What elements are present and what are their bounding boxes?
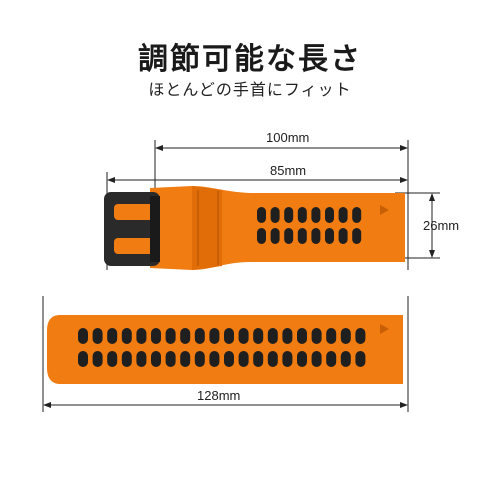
band-hole bbox=[194, 351, 205, 367]
band-hole bbox=[267, 351, 278, 367]
band-hole bbox=[257, 207, 266, 223]
band-hole bbox=[352, 228, 362, 244]
band-hole bbox=[92, 328, 103, 344]
band-hole bbox=[338, 228, 348, 244]
band-hole bbox=[136, 351, 147, 367]
dimension-line-128mm bbox=[42, 296, 409, 412]
band-hole bbox=[224, 328, 234, 344]
band-hole bbox=[297, 207, 307, 223]
triangle-right-icon bbox=[380, 205, 389, 215]
band-hole bbox=[270, 228, 280, 244]
band-hole bbox=[209, 328, 220, 344]
band-hole bbox=[180, 328, 191, 344]
band-hole bbox=[224, 351, 234, 367]
band-hole bbox=[325, 207, 334, 223]
page-title: 調節可能な長さ bbox=[138, 42, 362, 77]
buckle-icon bbox=[104, 192, 160, 266]
label-100mm: 100mm bbox=[266, 130, 310, 145]
short-band-piece bbox=[104, 186, 405, 270]
band-hole bbox=[284, 207, 294, 223]
band-hole bbox=[282, 328, 293, 344]
band-hole bbox=[121, 351, 132, 367]
band-hole bbox=[253, 328, 264, 344]
band-hole bbox=[326, 328, 337, 344]
dimension-line-100mm bbox=[154, 140, 409, 270]
long-band-holes bbox=[78, 328, 366, 367]
band-hole bbox=[340, 351, 351, 367]
band-hole bbox=[326, 351, 337, 367]
band-hole bbox=[238, 351, 249, 367]
band-hole bbox=[107, 328, 118, 344]
label-128mm: 128mm bbox=[197, 388, 241, 403]
band-hole bbox=[253, 351, 264, 367]
band-hole bbox=[151, 328, 161, 344]
band-hole bbox=[311, 228, 321, 244]
band-hole bbox=[136, 328, 147, 344]
band-hole bbox=[340, 328, 351, 344]
band-hole bbox=[297, 328, 307, 344]
band-hole bbox=[282, 351, 293, 367]
band-hole bbox=[338, 207, 348, 223]
triangle-right-icon bbox=[380, 324, 389, 334]
band-hole bbox=[180, 351, 191, 367]
band-hole bbox=[107, 351, 118, 367]
band-hole bbox=[270, 207, 280, 223]
band-hole bbox=[78, 351, 88, 367]
band-hole bbox=[352, 207, 362, 223]
band-hole bbox=[311, 207, 321, 223]
band-hole bbox=[194, 328, 205, 344]
band-hole bbox=[165, 328, 176, 344]
band-hole bbox=[284, 228, 294, 244]
band-hole bbox=[297, 228, 307, 244]
band-hole bbox=[325, 228, 334, 244]
band-hole bbox=[151, 351, 161, 367]
band-hole bbox=[209, 351, 220, 367]
band-hole bbox=[257, 228, 266, 244]
band-hole bbox=[355, 328, 366, 344]
short-band-holes bbox=[257, 207, 362, 244]
band-hole bbox=[355, 351, 366, 367]
band-hole bbox=[267, 328, 278, 344]
band-hole bbox=[311, 351, 322, 367]
band-hole bbox=[311, 328, 322, 344]
band-hole bbox=[78, 328, 88, 344]
band-hole bbox=[297, 351, 307, 367]
label-85mm: 85mm bbox=[270, 163, 307, 178]
long-band-piece bbox=[47, 315, 403, 384]
band-hole bbox=[92, 351, 103, 367]
band-hole bbox=[165, 351, 176, 367]
label-26mm: 26mm bbox=[423, 218, 460, 233]
band-hole bbox=[121, 328, 132, 344]
band-hole bbox=[238, 328, 249, 344]
page-subtitle: ほとんどの手首にフィット bbox=[148, 80, 352, 99]
